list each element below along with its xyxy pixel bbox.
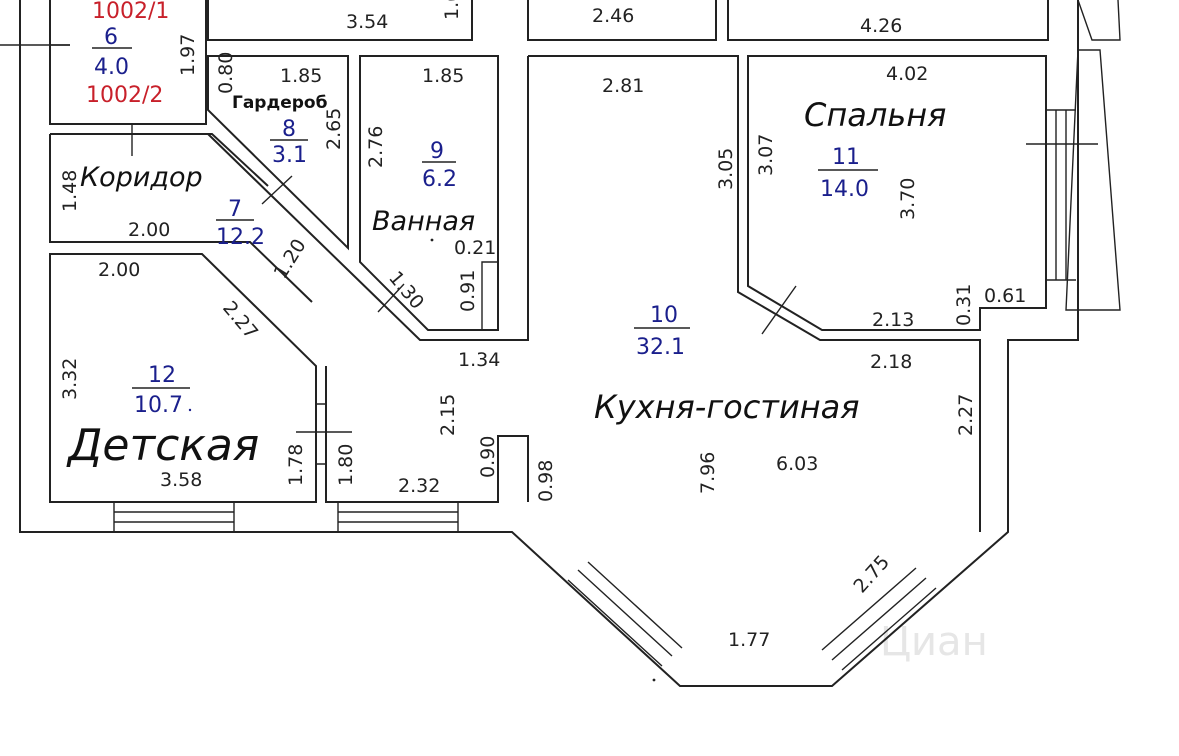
- dimension: 1.97: [177, 34, 199, 76]
- room-name-corridor: Коридор: [80, 162, 203, 193]
- room-6-number: 6: [104, 25, 118, 50]
- dimension: 0.90: [477, 436, 499, 478]
- dimension: 7.96: [697, 452, 719, 494]
- dimension: 1.34: [458, 349, 500, 371]
- dimension: 3.05: [715, 148, 737, 190]
- dimension: 3.70: [897, 178, 919, 220]
- dimension: 0.61: [984, 285, 1026, 307]
- room-11-number: 11: [832, 145, 860, 170]
- dimension: 1.30: [384, 267, 428, 314]
- dimension: 1.85: [422, 65, 464, 87]
- dimension: 1.48: [59, 170, 81, 212]
- window-kitchen-bay-left: [567, 561, 683, 667]
- top-room-a: [207, 0, 473, 41]
- room-7-area: 12.2: [216, 225, 265, 250]
- dimension: 2.13: [872, 309, 914, 331]
- room-9-area: 6.2: [422, 167, 457, 192]
- room-name-wardrobe: Гардероб: [232, 93, 328, 113]
- right-facade-top: [1077, 0, 1121, 41]
- bathroom-niche: [481, 261, 499, 331]
- room-8-number: 8: [282, 117, 296, 142]
- dimension: 6.03: [776, 453, 818, 475]
- unit-label-1: 1002/1: [92, 0, 169, 24]
- door-tick-corridor: [261, 175, 293, 205]
- dimension: 0.80: [215, 52, 237, 94]
- door-tick-diagonal: [377, 283, 405, 313]
- dimension: 2.00: [128, 219, 170, 241]
- dimension: 3.58: [160, 469, 202, 491]
- dimension: 1.6: [441, 0, 463, 20]
- room-11-area: 14.0: [820, 177, 869, 202]
- top-room-c: [727, 0, 1049, 41]
- dimension: 2.27: [955, 394, 977, 436]
- dimension: 0.91: [457, 270, 479, 312]
- room-6-walls: [49, 0, 207, 125]
- room-10-number: 10: [650, 303, 678, 328]
- corridor-walls: [49, 134, 313, 303]
- room-name-bathroom: Ванная: [372, 206, 475, 237]
- dot-mark: [430, 238, 434, 242]
- diagonal-wall: [207, 56, 529, 341]
- dimension: 1.78: [285, 444, 307, 486]
- wardrobe-walls: [207, 55, 349, 251]
- dimension: 2.65: [323, 108, 345, 150]
- dimension: 2.00: [98, 259, 140, 281]
- dimension: 0.31: [953, 284, 975, 326]
- dimension: 1.20: [270, 235, 311, 283]
- bathroom-walls: [359, 55, 499, 331]
- kitchen-partition: [325, 366, 529, 503]
- dimension: 0.98: [535, 460, 557, 502]
- dimension: 3.54: [346, 11, 388, 33]
- dimension: 1.85: [280, 65, 322, 87]
- dimension: 1.77: [728, 629, 770, 651]
- dimension: 2.27: [218, 297, 262, 344]
- window-kitchen-left: [337, 502, 459, 532]
- dimension: 2.15: [437, 394, 459, 436]
- dimension: 2.76: [365, 126, 387, 168]
- top-room-b: [527, 0, 717, 41]
- room-name-kitchen: Кухня-гостиная: [594, 388, 860, 426]
- corridor-top-wall: [50, 133, 269, 187]
- room-9-number: 9: [430, 139, 444, 164]
- dot-mark: [652, 678, 656, 682]
- kitchen-top-wall: [528, 55, 981, 532]
- room-12-area: 10.7: [134, 393, 183, 418]
- kids-door: [316, 403, 327, 465]
- dimension: 2.75: [849, 551, 894, 597]
- watermark: Циан: [880, 619, 988, 665]
- room-name-bedroom: Спальня: [804, 96, 946, 134]
- room-7-number: 7: [228, 197, 242, 222]
- kids-room-walls: [49, 253, 317, 503]
- window-kids: [113, 502, 235, 532]
- dimension: 3.32: [59, 358, 81, 400]
- dimension: 1.80: [335, 444, 357, 486]
- dimension: 4.26: [860, 15, 902, 37]
- dimension: 3.07: [755, 134, 777, 176]
- dimension: 2.46: [592, 5, 634, 27]
- right-facade-wall: [1065, 49, 1121, 311]
- room-10-area: 32.1: [636, 335, 685, 360]
- bedroom-walls: [747, 55, 1047, 331]
- dimension: 2.18: [870, 351, 912, 373]
- outer-wall: [19, 0, 1079, 687]
- dimension: 4.02: [886, 63, 928, 85]
- window-kitchen-bay-right: [821, 567, 937, 671]
- room-name-kids: Детская: [66, 420, 259, 471]
- room-8-area: 3.1: [272, 143, 307, 168]
- window-bedroom: [1026, 109, 1098, 281]
- dimension: 0.21: [454, 237, 496, 259]
- room-6-area: 4.0: [94, 55, 129, 80]
- door-tick-bedroom: [761, 285, 797, 335]
- dimension: 2.81: [602, 75, 644, 97]
- room-12-number: 12: [148, 363, 176, 388]
- unit-label-2: 1002/2: [86, 83, 163, 108]
- dimension: 2.32: [398, 475, 440, 497]
- dot-mark: [188, 408, 192, 412]
